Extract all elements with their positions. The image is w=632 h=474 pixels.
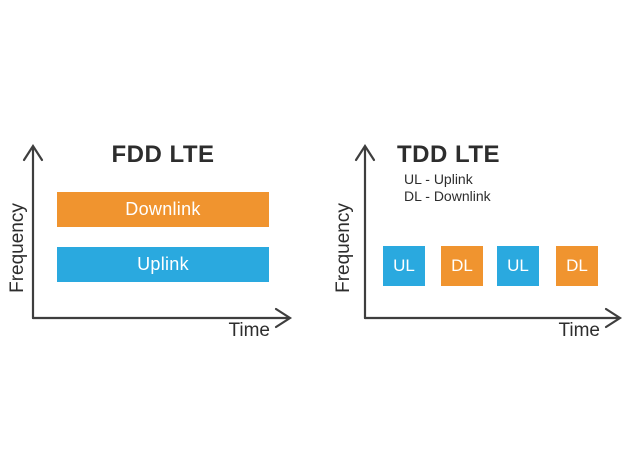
- tdd-slot-dl-1-label: DL: [451, 256, 473, 275]
- fdd-uplink-bar-label: Uplink: [137, 254, 189, 274]
- fdd-downlink-bar: Downlink: [57, 192, 269, 227]
- tdd-legend: UL - Uplink DL - Downlink: [404, 171, 491, 205]
- fdd-x-axis-label: Time: [228, 320, 270, 341]
- fdd-x-axis-arrow-icon: [274, 307, 293, 329]
- tdd-x-axis-label: Time: [558, 320, 600, 341]
- fdd-y-axis-arrow-icon: [22, 143, 44, 162]
- tdd-slot-ul-2: UL: [497, 246, 539, 286]
- tdd-slot-ul-1-label: UL: [393, 256, 415, 275]
- tdd-slot-ul-2-label: UL: [507, 256, 529, 275]
- fdd-uplink-bar: Uplink: [57, 247, 269, 282]
- tdd-slot-dl-2-label: DL: [566, 256, 588, 275]
- tdd-slot-dl-2: DL: [556, 246, 598, 286]
- tdd-y-axis-label: Frequency: [333, 203, 354, 293]
- tdd-slot-dl-1: DL: [441, 246, 483, 286]
- tdd-legend-dl: DL - Downlink: [404, 188, 491, 204]
- tdd-legend-ul: UL - Uplink: [404, 171, 473, 187]
- fdd-title: FDD LTE: [111, 141, 215, 168]
- fdd-downlink-bar-label: Downlink: [125, 199, 201, 219]
- tdd-x-axis-arrow-icon: [604, 307, 623, 329]
- tdd-title: TDD LTE: [397, 141, 501, 168]
- tdd-y-axis-arrow-icon: [354, 143, 376, 162]
- tdd-slot-ul-1: UL: [383, 246, 425, 286]
